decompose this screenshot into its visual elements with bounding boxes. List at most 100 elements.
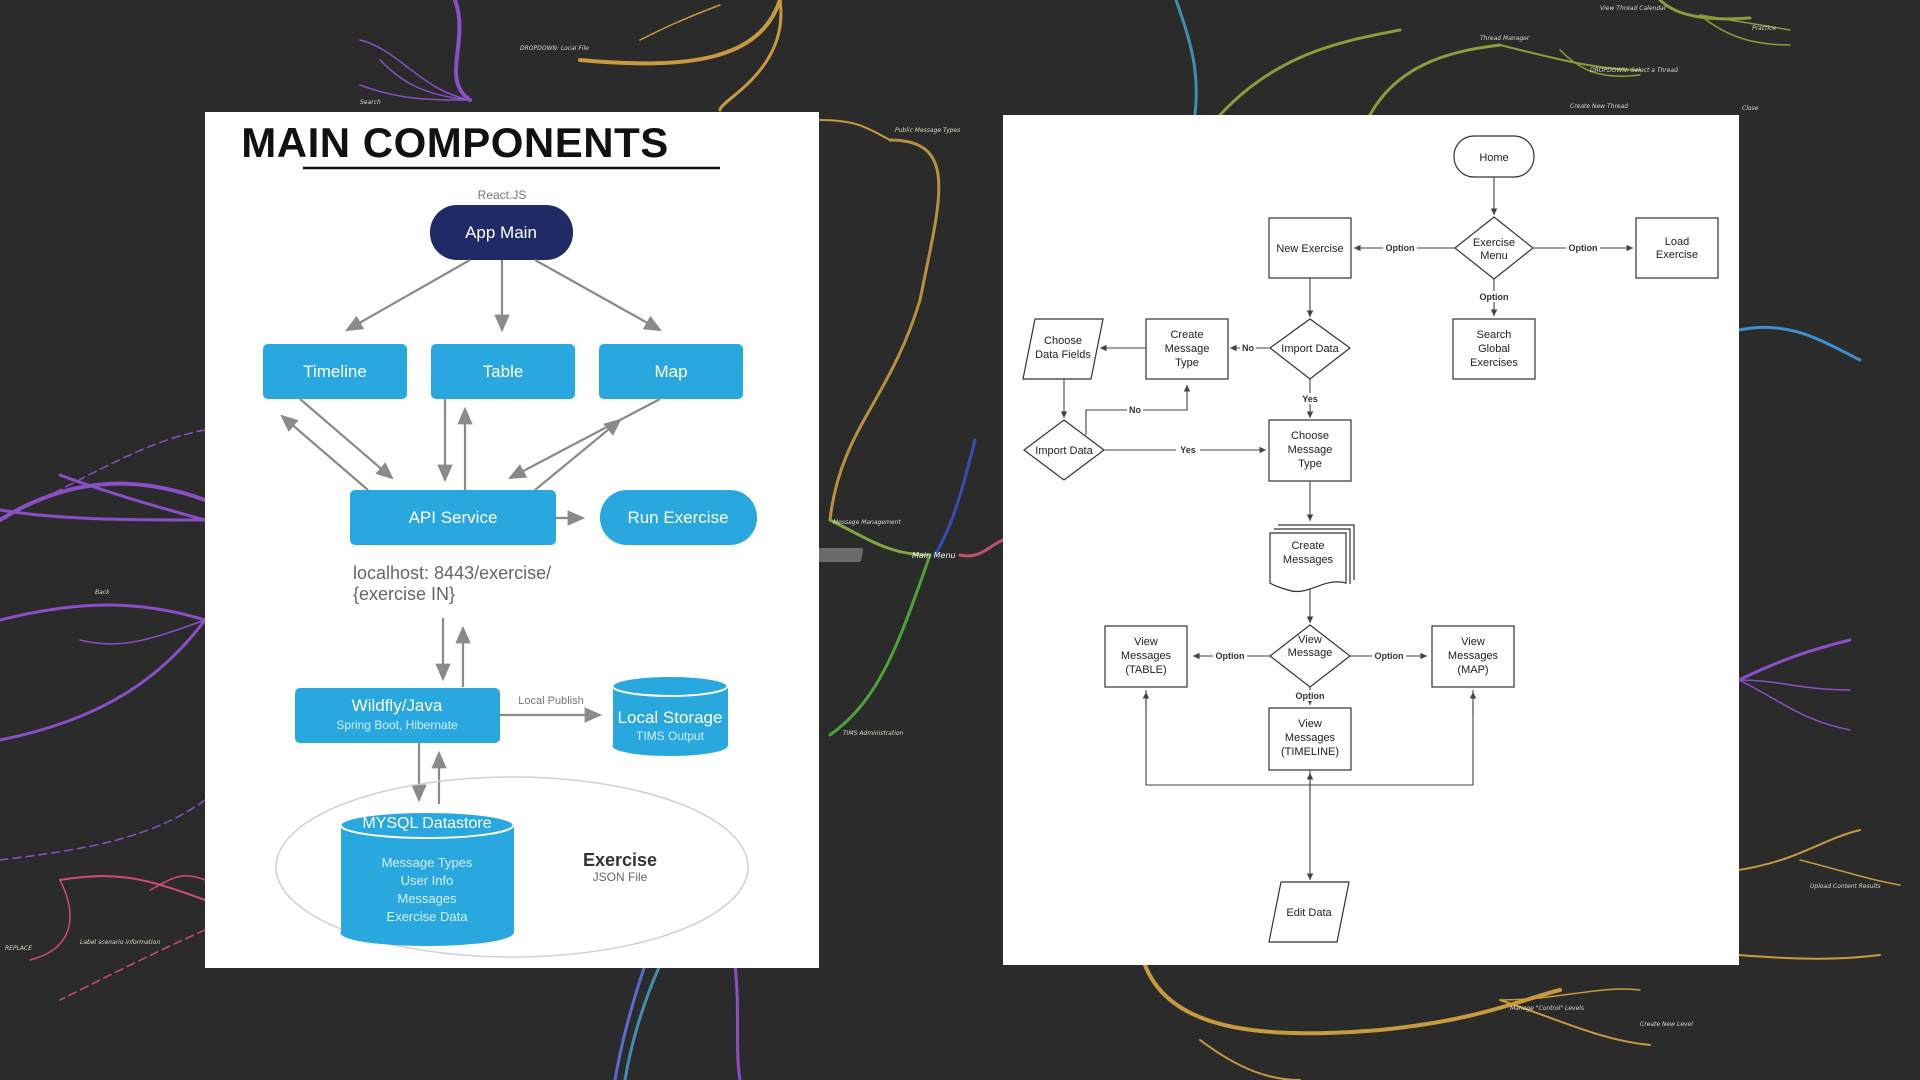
wildfly-label: Wildfly/Java (352, 696, 443, 715)
fc-label-line: View (1298, 634, 1322, 646)
bg-label-upload-content: Upload Content Results (1810, 883, 1881, 890)
bg-label-public-message-types: Public Message Types (895, 127, 960, 134)
fc-import-data-node[interactable]: Import Data (1268, 318, 1352, 380)
bg-label-thread-manager: Thread Manager (1480, 35, 1530, 42)
fc-choose-message-type-node[interactable]: Choose Message Type (1268, 419, 1352, 482)
no-label: No (1129, 405, 1141, 415)
local-publish-label: Local Publish (518, 695, 583, 707)
yes-label: Yes (1302, 394, 1318, 404)
bg-label-message-management: Message Management (833, 519, 901, 526)
app-main-node[interactable]: App Main (430, 205, 573, 260)
fc-view-message-node[interactable]: View Message (1269, 624, 1351, 688)
timeline-label: Timeline (303, 362, 367, 381)
bg-label-back: Back (95, 589, 110, 596)
fc-label-line: Messages (1121, 650, 1172, 662)
fc-create-message-type-node[interactable]: Create Message Type (1145, 318, 1229, 380)
mysql-item: Message Types (382, 855, 473, 870)
local-storage-label: Local Storage (618, 708, 723, 727)
fc-import-data-node[interactable]: Import Data (1023, 419, 1105, 481)
mysql-item: Exercise Data (387, 909, 469, 924)
bg-label-thread-calendar: View Thread Calendar (1600, 5, 1667, 12)
main-components-panel: MAIN COMPONENTS React.JS App Main Timeli… (205, 112, 819, 968)
fc-home-label: Home (1479, 152, 1508, 164)
fc-edit-data-node[interactable]: Edit Data (1268, 881, 1350, 943)
mysql-item: Messages (397, 891, 457, 906)
exercise-json-boundary (275, 776, 749, 958)
api-service-label: API Service (409, 508, 498, 527)
wildfly-sublabel: Spring Boot, Hibernate (336, 718, 458, 732)
map-node[interactable]: Map (599, 344, 743, 399)
bg-label-search: Search (360, 99, 381, 106)
fc-new-exercise-label: New Exercise (1276, 243, 1343, 255)
main-menu-node[interactable]: Main Menu (805, 548, 956, 562)
fc-label-line: Search (1477, 329, 1512, 341)
svg-text:Main Menu: Main Menu (912, 551, 956, 560)
fc-view-map-node[interactable]: View Messages (MAP) (1431, 625, 1515, 688)
fc-label-line: Exercise (1656, 249, 1698, 261)
run-exercise-node[interactable]: Run Exercise (600, 490, 757, 545)
edge-labels: Option Option Option No Yes No Yes Optio… (1127, 242, 1600, 701)
fc-label-line: Messages (1285, 732, 1336, 744)
bg-label-manage-control: Manage "Control" Levels (1510, 1005, 1584, 1012)
fc-search-global-node[interactable]: Search Global Exercises (1452, 318, 1536, 380)
option-label: Option (1480, 292, 1509, 302)
fc-label-line: Type (1175, 357, 1199, 369)
fc-label-line: Message (1165, 343, 1210, 355)
mysql-datastore-node[interactable]: MYSQL Datastore Message Types User Info … (339, 811, 515, 946)
fc-load-exercise-node[interactable]: Load Exercise (1635, 217, 1719, 279)
table-label: Table (483, 362, 524, 381)
bg-label-select-thread: DROPDOWN: Select a Thread (1590, 67, 1678, 74)
map-label: Map (654, 362, 687, 381)
timeline-node[interactable]: Timeline (263, 344, 407, 399)
fc-import-data-label: Import Data (1035, 445, 1093, 457)
diagram-title: MAIN COMPONENTS (241, 119, 669, 166)
api-service-node[interactable]: API Service (350, 490, 556, 545)
flowchart-panel: Option Option Option No Yes No Yes Optio… (1003, 115, 1739, 965)
fc-label-line: Create (1291, 540, 1324, 552)
endpoint-line-1: localhost: 8443/exercise/ (353, 563, 551, 583)
yes-label: Yes (1180, 445, 1196, 455)
fc-label-line: Choose (1044, 335, 1082, 347)
fc-label-line: Choose (1291, 430, 1329, 442)
fc-label-line: Messages (1283, 554, 1334, 566)
bg-label-tims-admin: TIMS Administration (843, 730, 904, 737)
bg-label-local-file: DROPDOWN: Local File (520, 45, 589, 52)
fc-label-line: Message (1288, 444, 1333, 456)
bg-label-create-level: Create New Level (1640, 1021, 1693, 1028)
fc-label-line: Type (1298, 458, 1322, 470)
fc-label-line: Message (1288, 647, 1333, 659)
option-label: Option (1569, 243, 1598, 253)
app-main-label: App Main (465, 223, 537, 242)
fc-create-messages-node[interactable]: Create Messages (1269, 524, 1355, 593)
no-label: No (1242, 343, 1254, 353)
fc-view-table-node[interactable]: View Messages (TABLE) (1104, 625, 1188, 688)
run-exercise-label: Run Exercise (627, 508, 728, 527)
fc-view-timeline-node[interactable]: View Messages (TIMELINE) (1268, 707, 1352, 771)
fc-new-exercise-node[interactable]: New Exercise (1268, 217, 1352, 279)
fc-label-line: Load (1665, 236, 1689, 248)
option-label: Option (1386, 243, 1415, 253)
fc-home-node[interactable]: Home (1453, 135, 1535, 178)
bg-label-practice: Practice (1752, 25, 1776, 32)
exercise-sublabel: JSON File (593, 870, 648, 884)
local-storage-node[interactable]: Local Storage TIMS Output (611, 675, 729, 756)
table-node[interactable]: Table (431, 344, 575, 399)
fc-label-line: Menu (1480, 250, 1508, 262)
fc-edit-data-label: Edit Data (1286, 907, 1332, 919)
endpoint-line-2: {exercise IN} (353, 584, 455, 604)
fc-label-line: Exercise (1473, 237, 1515, 249)
fc-label-line: (TABLE) (1125, 664, 1166, 676)
fc-label-line: Global (1478, 343, 1510, 355)
fc-label-line: Messages (1448, 650, 1499, 662)
wildfly-node[interactable]: Wildfly/Java Spring Boot, Hibernate (295, 688, 500, 743)
bg-label-scenario: Label scenario information (80, 939, 160, 946)
option-label: Option (1216, 651, 1245, 661)
fc-exercise-menu-node[interactable]: Exercise Menu (1454, 216, 1534, 280)
bg-label-create-thread: Create New Thread (1570, 103, 1628, 110)
option-label: Option (1375, 651, 1404, 661)
fc-label-line: View (1298, 718, 1322, 730)
fc-choose-data-fields-node[interactable]: Choose Data Fields (1022, 318, 1104, 380)
option-label: Option (1296, 691, 1325, 701)
exercise-label: Exercise (583, 850, 657, 870)
